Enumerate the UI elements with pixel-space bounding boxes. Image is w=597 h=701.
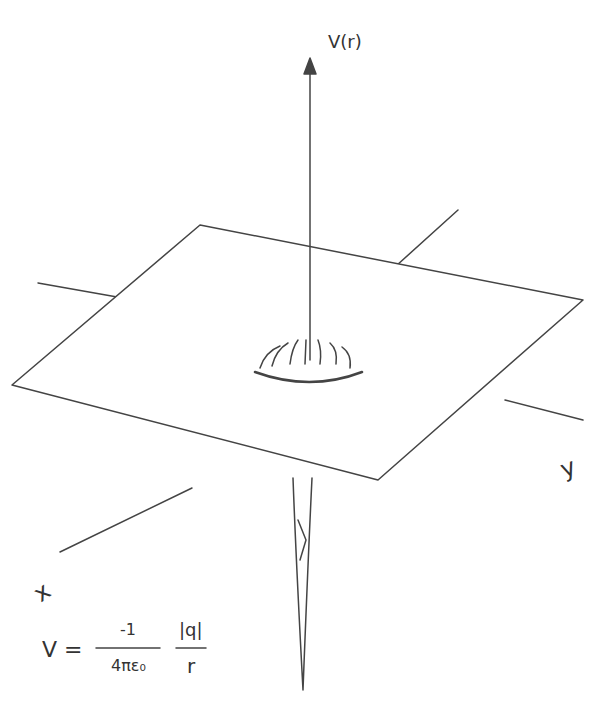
- funnel-line: [330, 343, 336, 364]
- formula-text: r: [187, 655, 195, 677]
- funnel-line: [318, 340, 321, 364]
- xy-plane: [12, 225, 583, 480]
- axis-label: x: [29, 577, 56, 607]
- funnel-line: [260, 346, 280, 368]
- axis-line: [60, 488, 192, 552]
- axis-label: y: [557, 453, 579, 483]
- y-axis: [505, 400, 583, 420]
- funnel-line: [342, 347, 350, 368]
- potential-spike: [293, 478, 312, 690]
- axis-line: [396, 210, 458, 266]
- axis-label: V(r): [328, 32, 362, 52]
- formula-text: |q|: [179, 620, 203, 640]
- funnel-line: [305, 340, 306, 364]
- formula-text: V =: [42, 638, 82, 662]
- formula-text: -1: [120, 621, 136, 639]
- fraction-bar: [96, 647, 160, 649]
- arrow-head: [304, 58, 316, 74]
- funnel-line: [290, 340, 298, 364]
- v-axis: [309, 62, 311, 360]
- formula-text: 4πε₀: [111, 657, 146, 675]
- potential-spike: [298, 520, 306, 560]
- fraction-bar: [176, 647, 206, 649]
- funnel-line: [272, 343, 288, 366]
- funnel-rim: [255, 372, 362, 382]
